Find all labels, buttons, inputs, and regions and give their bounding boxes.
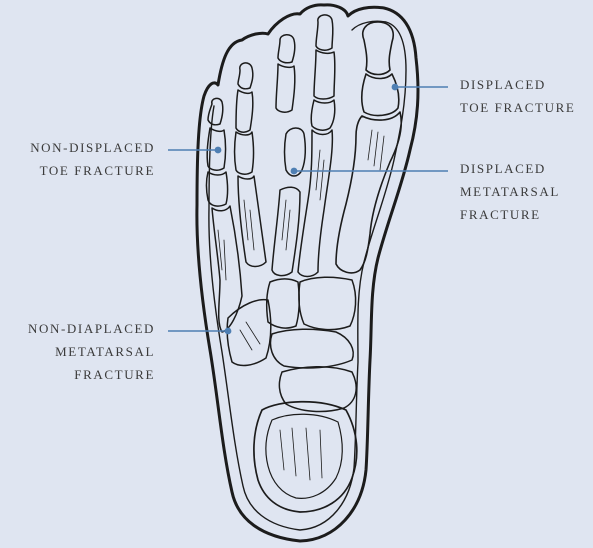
fourth-toe-proximal <box>235 132 254 174</box>
label-line: METATARSAL <box>28 340 155 363</box>
fifth-toe-distal <box>208 98 223 124</box>
calcaneus-inner <box>266 414 342 498</box>
calcaneus <box>254 402 357 512</box>
hallux-distal-phalanx <box>363 22 393 75</box>
label-line: TOE FRACTURE <box>30 159 155 182</box>
label-line: DISPLACED <box>460 73 575 96</box>
cuboid <box>227 300 271 366</box>
label-line: FRACTURE <box>460 203 560 226</box>
label-line: DISPLACED <box>460 157 560 180</box>
label-non-diaplaced-metatarsal-fracture: NON-DIAPLACED METATARSAL FRACTURE <box>28 317 155 386</box>
marker-displaced-metatarsal <box>291 168 298 175</box>
label-line: FRACTURE <box>28 363 155 386</box>
talus-head <box>279 367 356 412</box>
second-toe-distal <box>316 15 333 50</box>
foot-outline <box>197 5 418 541</box>
marker-non-diaplaced-metatarsal <box>225 328 232 335</box>
hallux-proximal-phalanx <box>362 74 399 115</box>
marker-displaced-toe <box>392 84 399 91</box>
label-line: METATARSAL <box>460 180 560 203</box>
marker-non-displaced-toe <box>215 147 222 154</box>
first-metatarsal <box>336 112 401 273</box>
annotation-leaders <box>168 84 448 335</box>
label-line: NON-DISPLACED <box>30 136 155 159</box>
fourth-metatarsal <box>238 176 266 267</box>
label-non-displaced-toe-fracture: NON-DISPLACED TOE FRACTURE <box>30 136 155 182</box>
fourth-toe-distal <box>238 63 253 89</box>
third-toe-distal <box>278 35 295 63</box>
second-metatarsal <box>298 130 332 277</box>
second-toe-proximal <box>311 100 335 130</box>
bone-shading <box>218 130 384 480</box>
label-line: TOE FRACTURE <box>460 96 575 119</box>
cuneiform-medial <box>299 277 356 329</box>
label-displaced-toe-fracture: DISPLACED TOE FRACTURE <box>460 73 575 119</box>
label-line: NON-DIAPLACED <box>28 317 155 340</box>
fourth-toe-middle <box>236 90 253 132</box>
foot-inner-outline <box>209 21 406 530</box>
navicular <box>271 329 354 368</box>
label-displaced-metatarsal-fracture: DISPLACED METATARSAL FRACTURE <box>460 157 560 226</box>
second-toe-middle <box>314 50 335 99</box>
cuneiform-intermediate <box>267 279 300 328</box>
third-toe-middle <box>276 64 295 112</box>
